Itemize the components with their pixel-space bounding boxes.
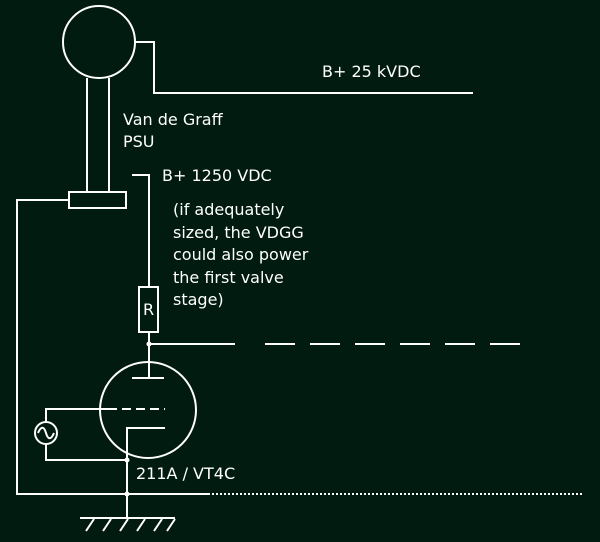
source-return-wire: [45, 444, 127, 461]
cathode-node-dot: [124, 457, 130, 463]
psu-label-line1: Van de Graff: [123, 110, 223, 129]
grid-input-wire: [45, 408, 108, 422]
note-line-3: could also power: [173, 245, 309, 264]
note-line-1: (if adequately: [173, 200, 285, 219]
column-base: [68, 191, 127, 209]
valve-label: 211A / VT4C: [136, 464, 236, 483]
van-de-graff-dome: [62, 5, 136, 79]
note-line-2: sized, the VDGG: [173, 223, 304, 242]
lv-supply-label: B+ 1250 VDC: [162, 166, 272, 185]
valve-cathode: [126, 427, 165, 460]
resistor-label: R: [143, 300, 155, 319]
note-line-4: the first valve: [173, 268, 284, 287]
ac-source-sine: [37, 426, 55, 440]
hv-output-wire: [135, 41, 473, 94]
hv-supply-label: B+ 25 kVDC: [322, 62, 421, 81]
note-line-5: stage): [173, 290, 224, 309]
generator-return-wire: [16, 199, 208, 495]
lv-output-wire: [132, 174, 150, 287]
ground-icon: [80, 517, 176, 532]
psu-label-line2: PSU: [123, 132, 155, 151]
